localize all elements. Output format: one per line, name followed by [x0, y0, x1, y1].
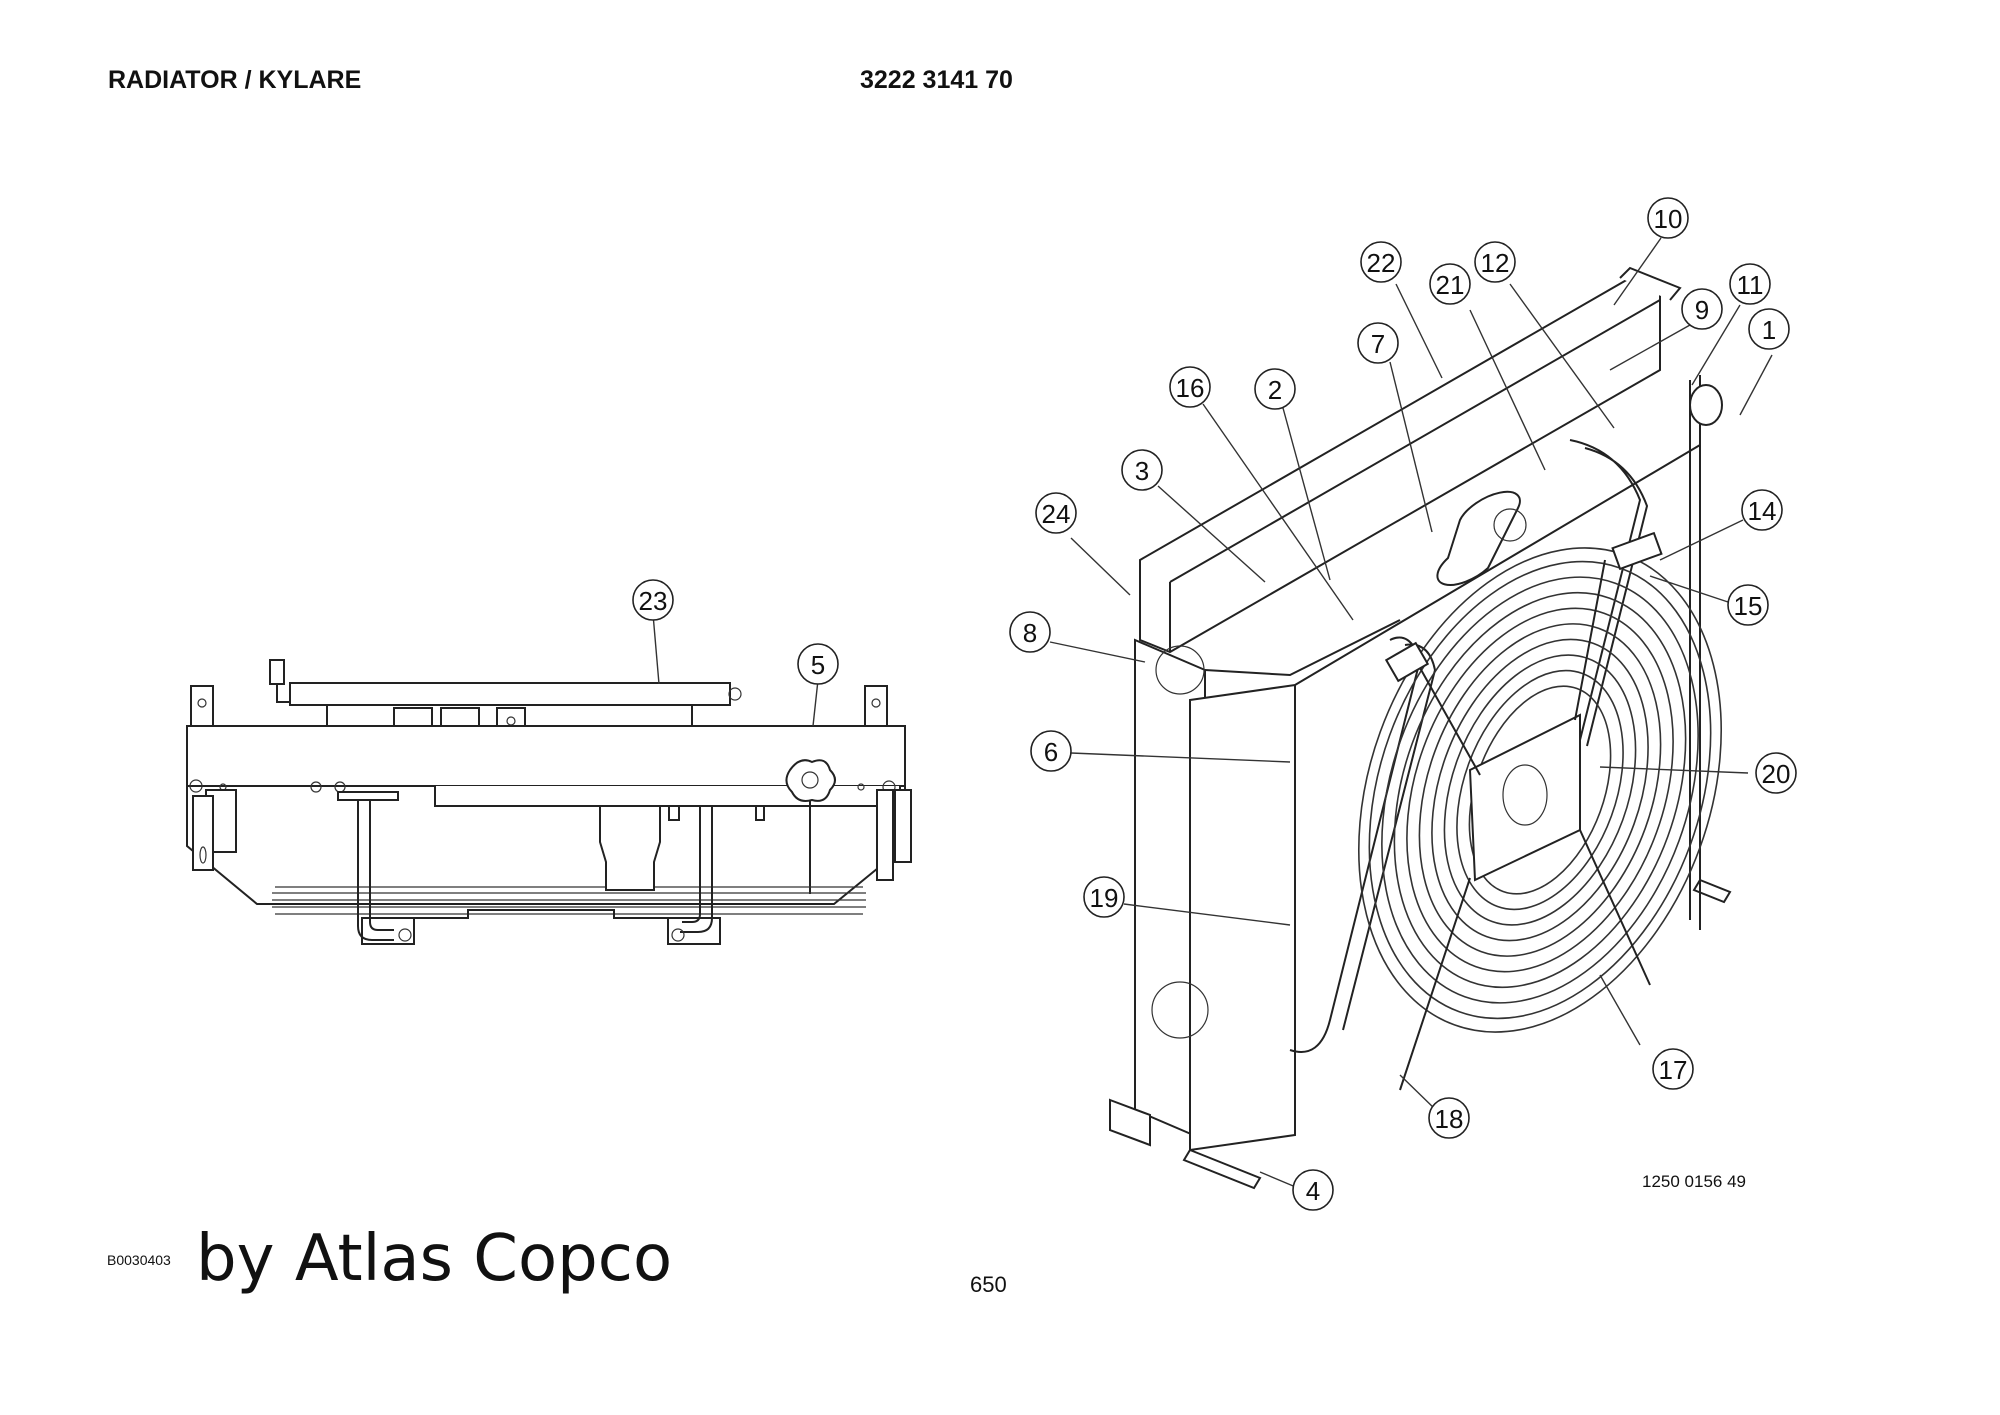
callout-leaders — [652, 237, 1773, 1189]
callout-19: 19 — [1083, 876, 1125, 918]
callout-15: 15 — [1727, 584, 1769, 626]
callout-24: 24 — [1035, 492, 1077, 534]
callout-label: 3 — [1135, 456, 1149, 486]
callout-label: 6 — [1044, 737, 1058, 767]
callout-23: 23 — [632, 579, 674, 621]
callout-label: 18 — [1435, 1104, 1464, 1134]
radiator-top-view — [186, 659, 912, 945]
brand-text: by Atlas Copco — [196, 1222, 673, 1296]
callout-10: 10 — [1647, 197, 1689, 239]
callout-16: 16 — [1169, 366, 1211, 408]
part-number: 3222 3141 70 — [860, 66, 1013, 94]
radiator-isometric-view — [1109, 266, 1732, 1190]
callout-9: 9 — [1681, 288, 1723, 330]
callout-17: 17 — [1652, 1048, 1694, 1090]
page-title: RADIATOR / KYLARE — [108, 66, 362, 94]
callout-label: 2 — [1268, 375, 1282, 405]
figure-reference: 1250 0156 49 — [1642, 1172, 1746, 1191]
callout-14: 14 — [1741, 489, 1783, 531]
callout-label: 12 — [1481, 248, 1510, 278]
callout-4: 4 — [1292, 1169, 1334, 1211]
document-id: B0030403 — [107, 1252, 171, 1268]
callout-label: 15 — [1734, 591, 1763, 621]
callout-11: 11 — [1729, 263, 1771, 305]
callout-12: 12 — [1474, 241, 1516, 283]
callout-label: 11 — [1737, 270, 1764, 300]
callout-3: 3 — [1121, 449, 1163, 491]
fan-guard — [1358, 547, 1722, 1033]
callout-2: 2 — [1254, 368, 1296, 410]
callout-label: 10 — [1654, 204, 1683, 234]
callout-label: 21 — [1436, 270, 1465, 300]
callout-21: 21 — [1429, 263, 1471, 305]
page-number: 650 — [970, 1272, 1007, 1297]
callout-7: 7 — [1357, 322, 1399, 364]
callout-label: 4 — [1306, 1176, 1320, 1206]
callout-22: 22 — [1360, 241, 1402, 283]
callout-label: 8 — [1023, 618, 1037, 648]
callout-label: 1 — [1762, 315, 1776, 345]
callout-18: 18 — [1428, 1097, 1470, 1139]
callout-label: 20 — [1762, 759, 1791, 789]
callout-label: 14 — [1748, 496, 1777, 526]
callout-6: 6 — [1030, 730, 1072, 772]
callout-label: 17 — [1659, 1055, 1688, 1085]
callout-label: 22 — [1367, 248, 1396, 278]
callout-1: 1 — [1748, 308, 1790, 350]
callout-8: 8 — [1009, 611, 1051, 653]
callout-label: 23 — [639, 586, 668, 616]
callout-20: 20 — [1755, 752, 1797, 794]
callout-label: 5 — [811, 650, 825, 680]
callout-5: 5 — [797, 643, 839, 685]
callout-label: 16 — [1176, 373, 1205, 403]
callout-label: 9 — [1695, 295, 1709, 325]
callout-label: 24 — [1042, 499, 1071, 529]
callout-label: 7 — [1371, 329, 1385, 359]
callout-label: 19 — [1090, 883, 1119, 913]
